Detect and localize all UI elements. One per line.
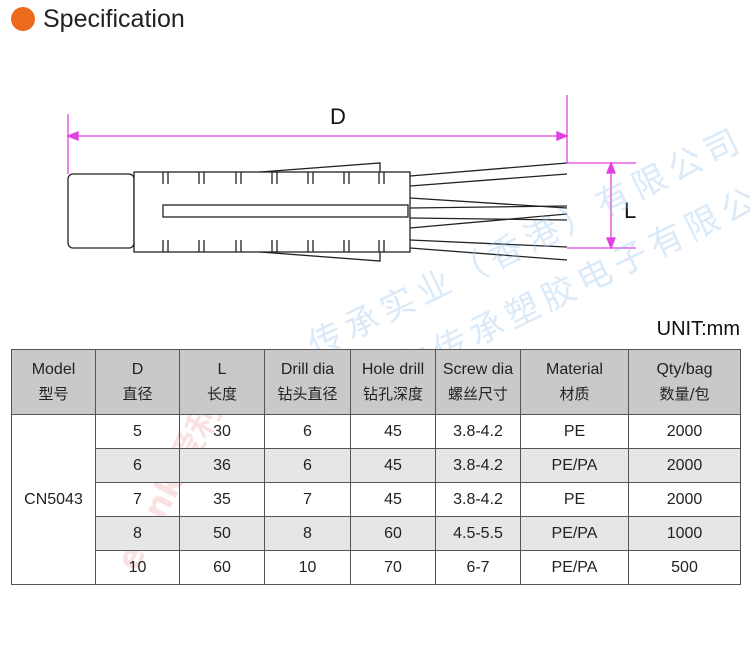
anchor-dimension-drawing: D L (66, 95, 636, 262)
table-row: 7 35 7 45 3.8-4.2 PE 2000 (12, 482, 741, 517)
cell-material: PE/PA (520, 550, 629, 585)
cell-screw-dia: 4.5-5.5 (435, 516, 521, 551)
cell-d: 5 (95, 414, 180, 449)
cell-screw-dia: 6-7 (435, 550, 521, 585)
section-title: Specification (43, 4, 185, 33)
cell-drill-dia: 6 (264, 414, 351, 449)
dimension-d-label: D (330, 104, 346, 129)
cell-screw-dia: 3.8-4.2 (435, 414, 521, 449)
cell-drill-dia: 7 (264, 482, 351, 517)
cell-d: 6 (95, 448, 180, 483)
table-row: 6 36 6 45 3.8-4.2 PE/PA 2000 (12, 448, 741, 483)
cell-l: 35 (179, 482, 265, 517)
cell-material: PE/PA (520, 448, 629, 483)
model-cell: CN5043 (11, 414, 96, 585)
cell-hole-drill: 60 (350, 516, 436, 551)
cell-l: 60 (179, 550, 265, 585)
cell-l: 50 (179, 516, 265, 551)
cell-material: PE/PA (520, 516, 629, 551)
cell-qty-bag: 500 (628, 550, 741, 585)
cell-hole-drill: 45 (350, 482, 436, 517)
table-row: 10 60 10 70 6-7 PE/PA 500 (12, 550, 741, 585)
cell-drill-dia: 10 (264, 550, 351, 585)
cell-d: 8 (95, 516, 180, 551)
cell-hole-drill: 45 (350, 448, 436, 483)
section-header: Specification (11, 4, 185, 34)
cell-qty-bag: 2000 (628, 482, 741, 517)
dimension-l-label: L (624, 198, 636, 223)
cell-hole-drill: 45 (350, 414, 436, 449)
cell-material: PE (520, 482, 629, 517)
cell-l: 30 (179, 414, 265, 449)
anchor-outline (67, 162, 568, 262)
cell-d: 7 (95, 482, 180, 517)
unit-label: UNIT:mm (656, 318, 740, 340)
cell-qty-bag: 2000 (628, 414, 741, 449)
table-row: CN5043 5 30 6 45 3.8-4.2 PE 2000 (11, 414, 741, 585)
cell-l: 36 (179, 448, 265, 483)
table-row: 8 50 8 60 4.5-5.5 PE/PA 1000 (12, 516, 741, 551)
cell-qty-bag: 2000 (628, 448, 741, 483)
cell-d: 10 (95, 550, 180, 585)
cell-screw-dia: 3.8-4.2 (435, 448, 521, 483)
dimension-lines (66, 95, 636, 250)
cell-drill-dia: 6 (264, 448, 351, 483)
cell-screw-dia: 3.8-4.2 (435, 482, 521, 517)
cell-material: PE (520, 414, 629, 449)
orange-dot-icon (11, 7, 35, 31)
cell-hole-drill: 70 (350, 550, 436, 585)
cell-qty-bag: 1000 (628, 516, 741, 551)
cell-drill-dia: 8 (264, 516, 351, 551)
